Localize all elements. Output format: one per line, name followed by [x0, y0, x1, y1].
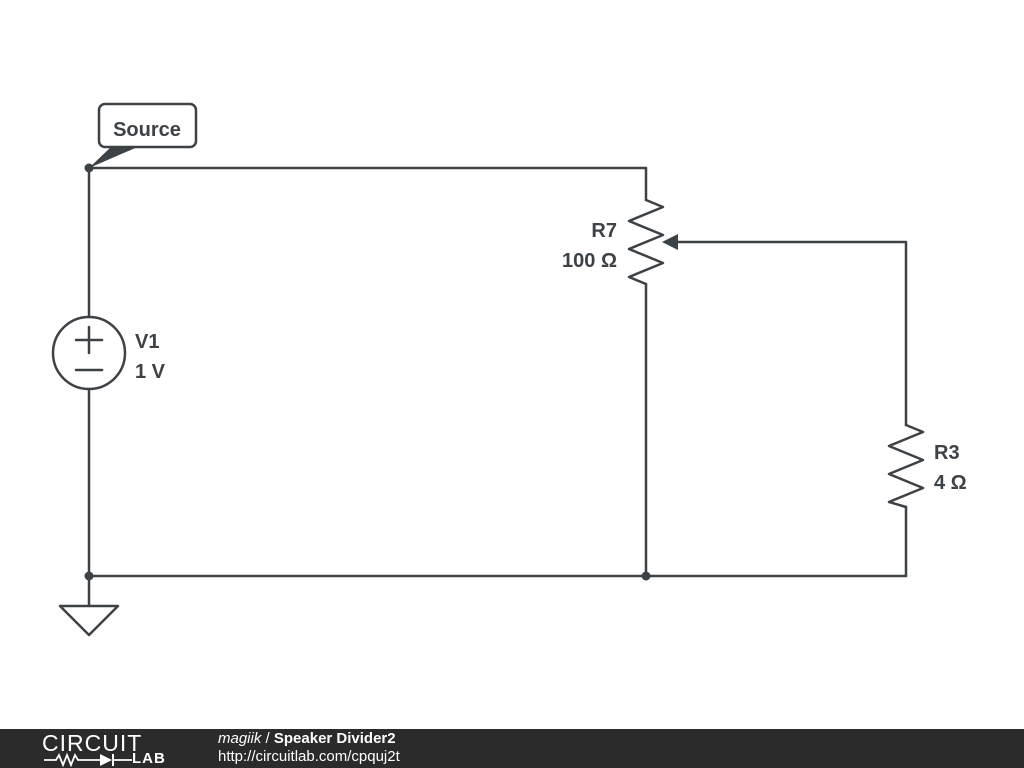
circuitlab-logo[interactable]: CIRCUIT LAB — [42, 731, 177, 767]
wire-top — [87, 166, 648, 202]
r3-name-label: R3 — [934, 442, 960, 464]
potentiometer-zigzag-icon — [627, 198, 665, 286]
voltage-source-v1[interactable] — [51, 315, 127, 391]
circuit-schematic: V1 1 V R7 100 Ω R3 4 Ω Source — [51, 102, 967, 637]
net-label-text: Source — [113, 119, 181, 141]
voltage-source-icon — [51, 315, 127, 391]
meta-separator: / — [261, 730, 274, 747]
wiper-arrow-icon — [662, 234, 678, 250]
ground-icon[interactable] — [58, 604, 120, 637]
circuit-url-link[interactable]: http://circuitlab.com/cpquj2t — [218, 748, 400, 765]
v1-value-label: 1 V — [135, 361, 166, 383]
wire-wiper — [674, 240, 908, 427]
v1-name-label: V1 — [135, 331, 159, 353]
resistor-r3[interactable] — [887, 423, 925, 509]
net-label-source[interactable]: Source — [89, 102, 198, 168]
net-label-box — [97, 102, 198, 149]
logo-circuit-glyph-icon — [44, 752, 132, 767]
junction-dot-r7-bottom — [641, 571, 651, 581]
author-link[interactable]: magiik — [218, 730, 262, 747]
logo-text-lab: LAB — [132, 750, 166, 767]
circuit-title[interactable]: Speaker Divider2 — [273, 730, 396, 747]
circuit-meta: magiik / Speaker Divider2 http://circuit… — [218, 730, 400, 766]
r3-value-label: 4 Ω — [934, 472, 967, 494]
potentiometer-r7[interactable] — [627, 198, 678, 286]
net-label-pointer-icon — [89, 146, 140, 168]
resistor-zigzag-icon — [887, 423, 925, 509]
logo-text-circuit: CIRCUIT — [42, 730, 143, 756]
r7-value-label: 100 Ω — [562, 250, 617, 272]
junction-dot-ground — [84, 571, 94, 581]
r7-name-label: R7 — [591, 220, 617, 242]
wires — [87, 166, 908, 608]
footer-bar: CIRCUIT LAB magiik / Speaker Divider2 ht… — [0, 729, 1024, 768]
